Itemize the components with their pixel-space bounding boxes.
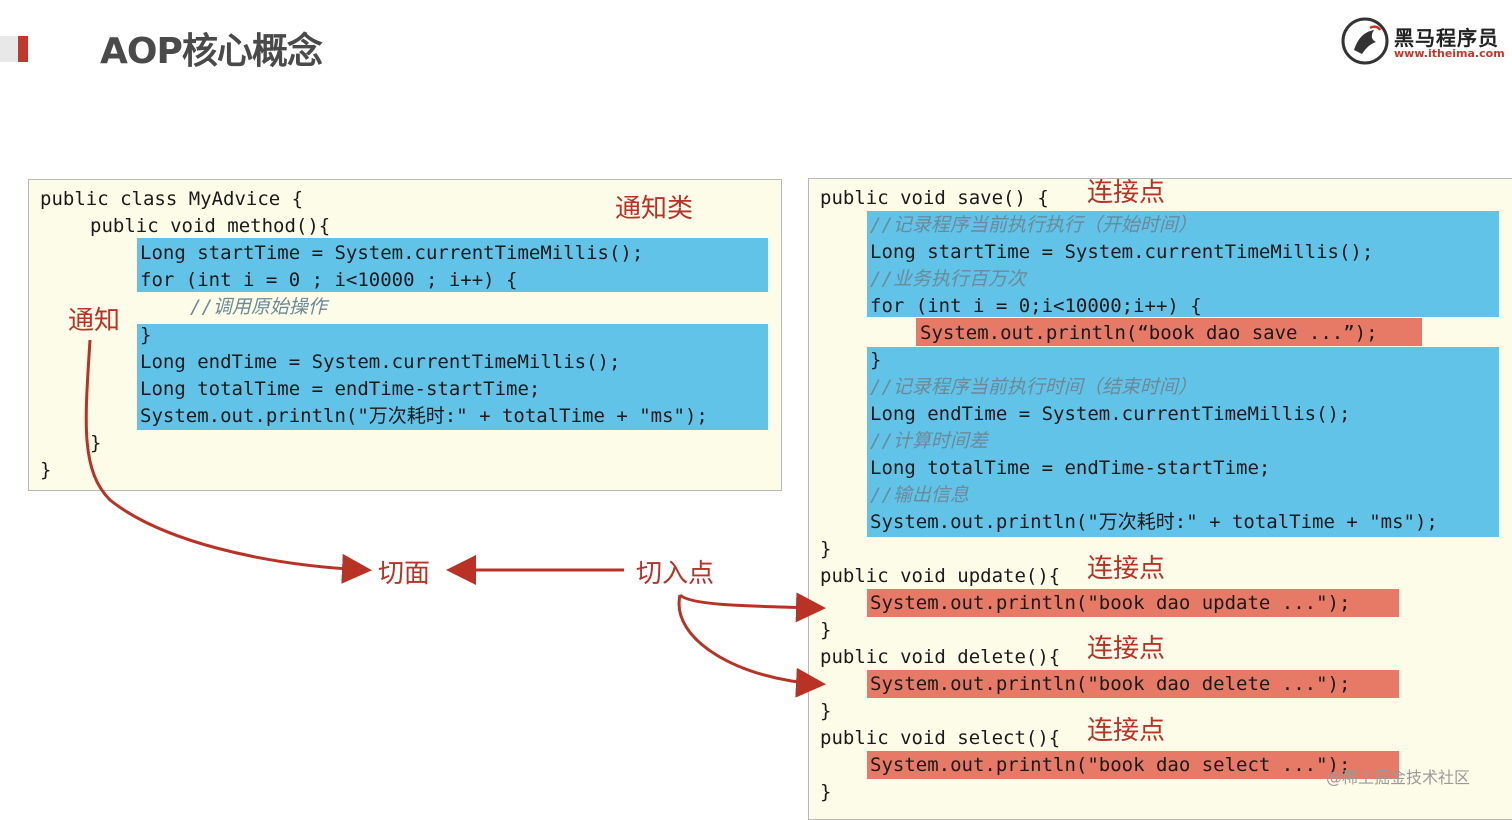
left-highlight-bottom: [137, 324, 768, 430]
title-accent-bar: [18, 36, 28, 62]
right-highlight-bottom: [867, 347, 1499, 537]
left-code-line-4: for (int i = 0 ; i<10000 ; i++) {: [140, 269, 518, 291]
advice-class-label: 通知类: [615, 194, 694, 224]
update-signature: public void update(){: [820, 565, 1061, 587]
left-code-line-3: Long startTime = System.currentTimeMilli…: [140, 242, 644, 264]
save-line-3: System.out.println(“book dao save ...”);: [920, 322, 1378, 344]
save-line-4: }: [870, 349, 882, 371]
left-code-line-6: }: [140, 324, 152, 346]
left-code-line-10: }: [90, 432, 102, 454]
select-body: System.out.println("book dao select ..."…: [870, 754, 1351, 776]
save-line-2: for (int i = 0;i<10000;i++) {: [870, 295, 1202, 317]
joinpoint-label-select: 连接点: [1087, 716, 1166, 746]
left-code-line-1: public class MyAdvice {: [40, 188, 304, 210]
left-code-line-2: public void method(){: [90, 215, 331, 237]
save-line-1: Long startTime = System.currentTimeMilli…: [870, 241, 1374, 263]
delete-end: }: [820, 700, 832, 722]
page-title: AOP核心概念: [100, 31, 323, 72]
save-end: }: [820, 538, 832, 560]
logo-name: 黑马程序员: [1394, 26, 1499, 50]
save-body-highlight: [916, 318, 1422, 346]
delete-body-highlight: [867, 670, 1399, 698]
left-code-line-7: Long endTime = System.currentTimeMillis(…: [140, 351, 621, 373]
right-highlight-top: [867, 211, 1499, 317]
left-highlight-top: [137, 238, 768, 292]
save-signature: public void save() {: [820, 187, 1049, 209]
delete-signature: public void delete(){: [820, 646, 1061, 668]
save-comment-3: //记录程序当前执行时间（结束时间）: [870, 376, 1197, 398]
save-comment-4: //计算时间差: [870, 430, 988, 452]
save-line-7: System.out.println("万次耗时:" + totalTime +…: [870, 511, 1438, 533]
left-code-line-9: System.out.println("万次耗时:" + totalTime +…: [140, 405, 708, 427]
save-line-6: Long totalTime = endTime-startTime;: [870, 457, 1271, 479]
save-comment-1: //记录程序当前执行执行（开始时间）: [870, 214, 1197, 236]
left-code-line-5: //调用原始操作: [190, 296, 327, 318]
save-line-5: Long endTime = System.currentTimeMillis(…: [870, 403, 1351, 425]
update-body: System.out.println("book dao update ..."…: [870, 592, 1351, 614]
delete-body: System.out.println("book dao delete ..."…: [870, 673, 1351, 695]
save-comment-5: //输出信息: [870, 484, 969, 506]
joinpoint-label-save: 连接点: [1087, 178, 1166, 208]
pointcut-to-update-arrow: [678, 592, 826, 623]
select-end: }: [820, 781, 832, 803]
update-body-highlight: [867, 589, 1399, 617]
left-code-line-11: }: [40, 459, 52, 481]
logo-url: www.itheima.com: [1394, 47, 1505, 60]
save-comment-2: //业务执行百万次: [870, 268, 1026, 290]
update-end: }: [820, 619, 832, 641]
watermark: @稀土掘金技术社区: [1326, 768, 1471, 787]
joinpoint-label-delete: 连接点: [1087, 634, 1166, 664]
left-code-line-8: Long totalTime = endTime-startTime;: [140, 378, 541, 400]
aspect-label: 切面: [378, 559, 431, 589]
select-body-highlight: [867, 751, 1399, 779]
joinpoint-label-update: 连接点: [1087, 554, 1166, 584]
title-accent-fade: [0, 36, 18, 62]
pointcut-label: 切入点: [636, 559, 715, 589]
pointcut-to-delete-arrow: [677, 594, 826, 698]
advice-label: 通知: [68, 306, 121, 336]
horse-logo-icon: [1341, 17, 1389, 65]
select-signature: public void select(){: [820, 727, 1061, 749]
advice-to-aspect-arrow: [84, 339, 372, 584]
